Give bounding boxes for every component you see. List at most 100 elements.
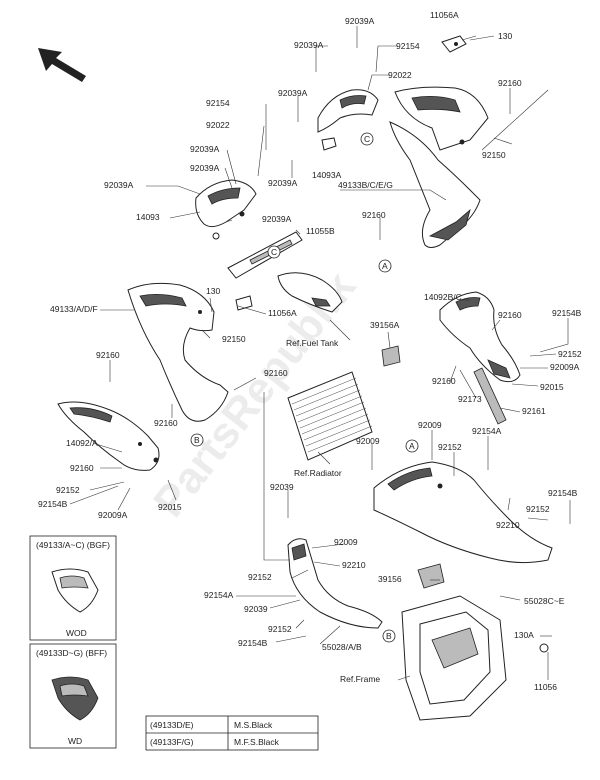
part-label: 92039A [294,40,324,50]
part-label: 92152 [526,504,550,514]
part-label: 92160 [264,368,288,378]
color-table: (49133D/E) M.S.Black (49133F/G) M.F.S.Bl… [145,715,319,751]
part-label: 11056A [268,308,297,318]
color-table-color: M.F.S.Black [234,737,280,747]
lower-seal-pad [417,563,445,589]
frame [401,595,549,721]
part-label: 92160 [498,310,522,320]
inset-wd-header: (49133D~G) (BFF) [36,648,107,658]
part-label: 92039 [270,482,294,492]
inset-wd: (49133D~G) (BFF) WD [29,643,117,749]
part-label: 92039A [190,163,220,173]
part-label: Ref.Radiator [294,468,342,478]
part-labels: 92039A 92039A 92154 92022 92039A 11056A … [38,10,582,692]
color-table-part: (49133F/G) [150,737,194,747]
color-table-color: M.S.Black [234,720,273,730]
part-label: 92154B [552,308,582,318]
part-label: 130 [498,31,512,41]
part-label: 14093 [136,212,160,222]
part-label: 92154 [206,98,230,108]
part-label: 92039A [345,16,375,26]
part-label: 92152 [248,572,272,582]
front-direction-arrow-icon [38,48,86,82]
svg-text:A: A [382,261,388,271]
inset-wod-header: (49133/A~C) (BGF) [36,540,110,550]
part-label: 92039A [104,180,134,190]
part-label: 92154B [38,499,68,509]
part-label: 92150 [222,334,246,344]
part-label: 92039A [278,88,308,98]
part-label: 92039A [268,178,298,188]
callout-c: C [267,245,281,259]
part-label: 92009 [418,420,442,430]
part-label: 92152 [438,442,462,452]
svg-text:B: B [386,631,392,641]
radiator [287,371,373,461]
part-label: 92160 [362,210,386,220]
part-label: 92039A [262,214,292,224]
part-label: 39156A [370,320,400,330]
svg-text:C: C [271,247,277,257]
part-label: 92160 [154,418,178,428]
part-label: 92039A [190,144,220,154]
left-bottom-cowl [287,538,383,629]
part-label: 92152 [558,349,582,359]
stay-bracket [227,231,303,279]
svg-text:A: A [409,441,415,451]
left-upper-cowl [127,282,229,422]
part-label: 92160 [498,78,522,88]
part-label: 92022 [206,120,230,130]
part-label: 92022 [388,70,412,80]
part-label: 92009A [98,510,128,520]
tank-side-cover [235,272,343,313]
part-label: 92160 [96,350,120,360]
callout-a: A [378,259,392,273]
part-label: 92015 [158,502,182,512]
part-label: 92161 [522,406,546,416]
svg-text:B: B [194,435,200,445]
svg-text:C: C [364,134,370,144]
part-label: 92160 [432,376,456,386]
part-label: 92150 [482,150,506,160]
part-label: 11056 [534,682,557,692]
part-label: 14092B/C [424,292,462,302]
part-label: 49133/A/D/F [50,304,98,314]
part-label: 14092/A [66,438,98,448]
part-label: 11056A [430,10,459,20]
part-label: 55028C~E [524,596,565,606]
part-label: 92015 [540,382,564,392]
part-label: 92009 [334,537,358,547]
part-label: 92154A [472,426,502,436]
part-label: 49133B/C/E/G [338,180,393,190]
part-label: 92154A [204,590,234,600]
part-label: 92009A [550,362,580,372]
part-label: 92154 [396,41,420,51]
part-label: Ref.Frame [340,674,380,684]
left-inner-panel [195,179,257,240]
color-table-part: (49133D/E) [150,720,194,730]
leader-lines [69,26,571,681]
callout-b: B [190,433,204,447]
part-label: 92152 [268,624,292,634]
part-label: 92173 [458,394,482,404]
rubber-strip [473,367,507,425]
inset-wd-caption: WD [68,736,82,746]
part-label: 130 [206,286,220,296]
part-label: Ref.Fuel Tank [286,338,339,348]
part-label: 92009 [356,436,380,446]
part-label: 55028/A/B [322,642,362,652]
right-lower-cowl [373,461,553,564]
inset-wod-caption: WOD [66,628,87,638]
part-label: 92154B [548,488,578,498]
top-bracket [441,35,467,53]
part-label: 92210 [496,520,520,530]
callout-b: B [382,629,396,643]
part-label: 92039 [244,604,268,614]
seal-pad [381,345,401,367]
inset-wod: (49133/A~C) (BGF) WOD [29,535,117,641]
part-label: 92210 [342,560,366,570]
callout-a: A [405,439,419,453]
part-label: 39156 [378,574,402,584]
part-label: 130A [514,630,534,640]
